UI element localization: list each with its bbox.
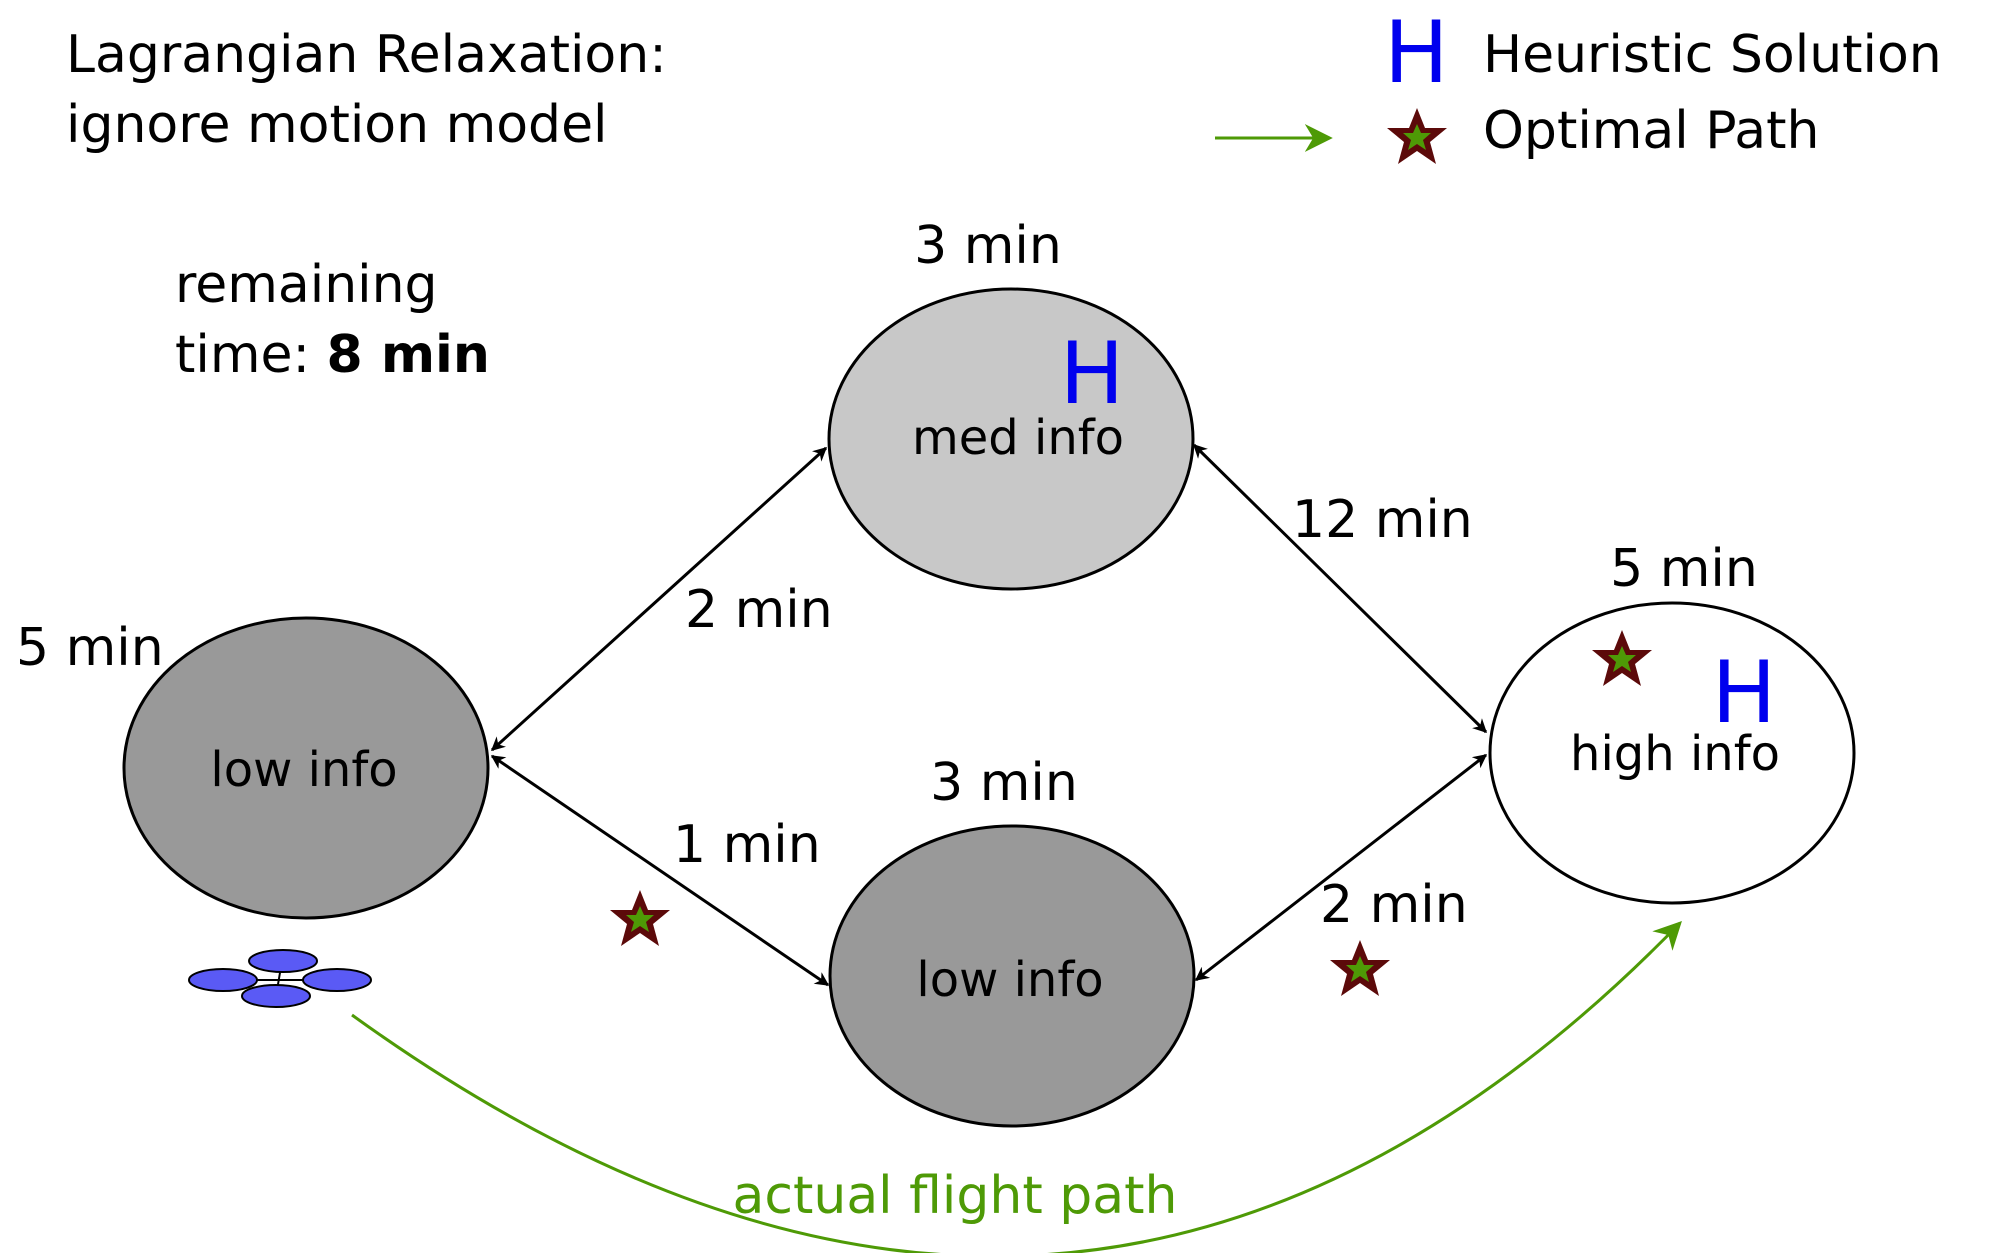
- node-low-bottom-time: 3 min: [930, 753, 1078, 813]
- node-low-left-time: 5 min: [16, 618, 164, 678]
- edge-label-low-bottom-high: 2 min: [1320, 875, 1468, 935]
- node-low-bottom: low info 3 min: [828, 753, 1196, 1128]
- node-high-shape: [1488, 601, 1856, 905]
- node-high-heuristic-marker: H: [1712, 643, 1777, 743]
- legend-heuristic-symbol: H: [1384, 3, 1449, 103]
- edge-low-left-med: [490, 446, 828, 752]
- remaining-line-2: time: 8 min: [175, 325, 490, 385]
- legend-heuristic-label: Heuristic Solution: [1483, 25, 1942, 85]
- node-low-bottom-shape: [828, 824, 1196, 1128]
- edge-label-med-high: 12 min: [1292, 490, 1473, 550]
- node-med-heuristic-marker: H: [1060, 324, 1125, 424]
- node-med-time: 3 min: [914, 216, 1062, 276]
- edge-low-bottom-high: [1194, 753, 1488, 982]
- remaining-line-1: remaining: [175, 255, 438, 315]
- node-med: H med info 3 min: [827, 216, 1195, 591]
- legend: H Heuristic Solution Optimal Path: [1215, 3, 1942, 164]
- drone-icon: [188, 949, 372, 1008]
- drone-rotor: [241, 984, 311, 1008]
- node-low-left: low info 5 min: [16, 616, 490, 920]
- remaining-value: 8 min: [327, 325, 490, 385]
- node-high: H high info 5 min: [1488, 539, 1856, 905]
- node-med-label: med info: [912, 410, 1124, 466]
- node-high-label: high info: [1570, 726, 1780, 782]
- optimal-star-icon: [1330, 940, 1390, 996]
- node-med-shape: [827, 287, 1195, 591]
- edge-med-high: [1192, 443, 1488, 734]
- legend-star-icon: [1387, 108, 1447, 164]
- flight-path-label: actual flight path: [733, 1166, 1178, 1226]
- drone-rotor: [188, 968, 258, 992]
- remaining-prefix: time:: [175, 325, 327, 385]
- title-line-2: ignore motion model: [66, 95, 608, 155]
- edge-label-low-left-med: 2 min: [685, 580, 833, 640]
- optimal-star-icon: [610, 890, 670, 946]
- drone-rotor: [248, 949, 318, 973]
- node-low-left-label: low info: [210, 742, 397, 798]
- title-line-1: Lagrangian Relaxation:: [66, 25, 667, 85]
- node-high-time: 5 min: [1610, 539, 1758, 599]
- drone-rotor: [302, 968, 372, 992]
- node-low-bottom-label: low info: [916, 952, 1103, 1008]
- edge-low-left-low-bottom: [490, 754, 830, 987]
- edge-label-low-left-low-bottom: 1 min: [673, 815, 821, 875]
- node-low-left-shape: [122, 616, 490, 920]
- legend-optimal-label: Optimal Path: [1483, 101, 1820, 161]
